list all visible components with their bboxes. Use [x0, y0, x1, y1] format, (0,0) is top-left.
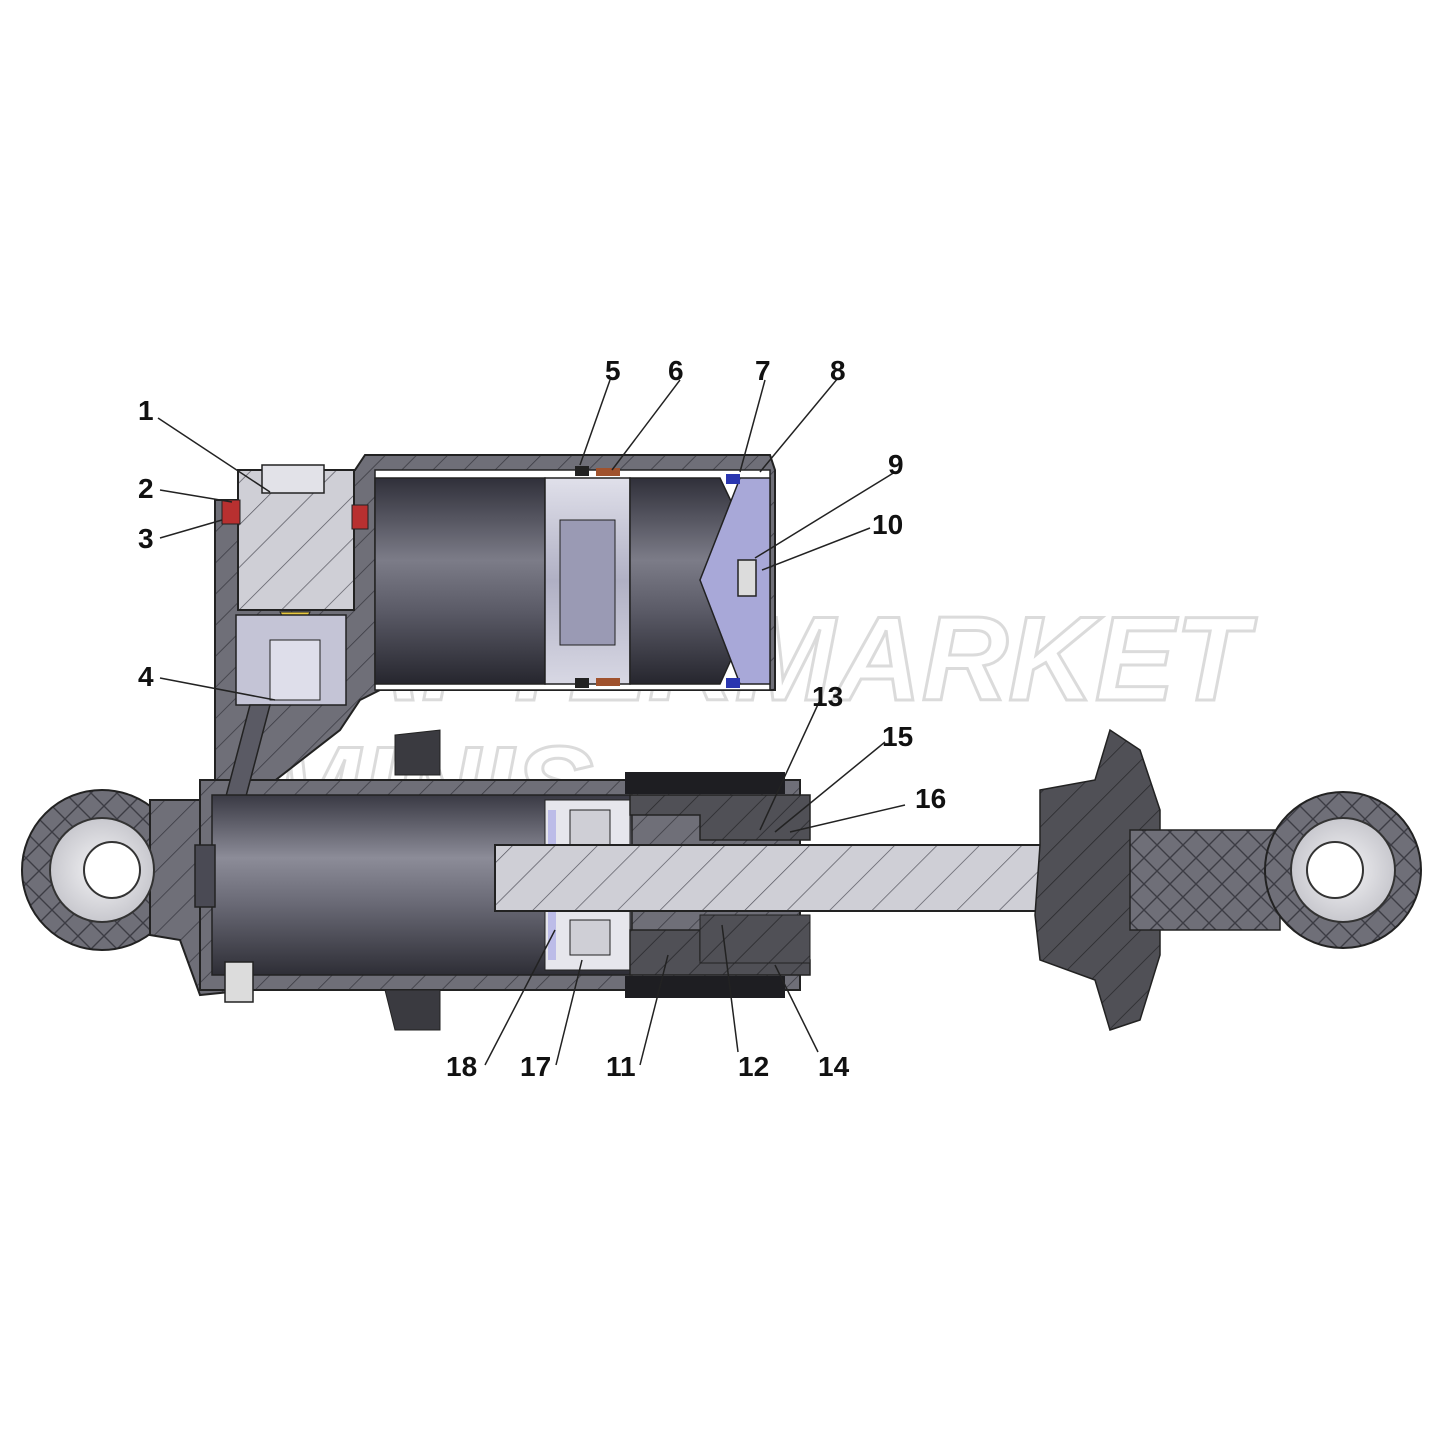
piston-seal-top	[575, 466, 589, 476]
outer-ring-top	[625, 772, 785, 794]
callout-7: 7	[755, 355, 771, 386]
reservoir	[374, 466, 771, 691]
seal-head-top	[629, 794, 811, 841]
reservoir-end-cap	[699, 477, 771, 685]
bracket-tab-bottom	[384, 989, 441, 1031]
callouts: 1 2 3 4 5 6 7 8 9 10 13 15 16 18 17 11 1…	[138, 355, 946, 1082]
oring-left	[221, 499, 241, 525]
callout-10: 10	[872, 509, 903, 540]
adjuster-valve-assembly	[221, 464, 369, 801]
bottom-cap	[194, 844, 216, 908]
callout-8: 8	[830, 355, 846, 386]
wear-band-top	[596, 468, 620, 476]
right-eye-mount	[1129, 791, 1422, 949]
callout-13: 13	[812, 681, 843, 712]
wear-band-bottom	[596, 678, 620, 686]
callout-6: 6	[668, 355, 684, 386]
oring-right	[351, 504, 369, 530]
callout-9: 9	[888, 449, 904, 480]
left-eye-bushing	[49, 817, 155, 923]
callout-16: 16	[915, 783, 946, 814]
callout-14: 14	[818, 1051, 850, 1082]
piston-seal-bottom	[575, 678, 589, 688]
cap-oring-top	[726, 474, 740, 484]
main-cylinder	[194, 729, 811, 1031]
callout-2: 2	[138, 473, 154, 504]
bump-stop	[1034, 728, 1161, 1031]
callout-15: 15	[882, 721, 913, 752]
callout-11: 11	[606, 1051, 636, 1082]
callout-17: 17	[520, 1051, 551, 1082]
cap-oring-bottom	[726, 678, 740, 688]
outer-ring-bottom	[625, 976, 785, 998]
callout-5: 5	[605, 355, 621, 386]
callout-12: 12	[738, 1051, 769, 1082]
bleed-screw	[224, 961, 254, 1003]
callout-3: 3	[138, 523, 154, 554]
callout-1: 1	[138, 395, 154, 426]
bracket-tab-top	[394, 729, 441, 776]
callout-18: 18	[446, 1051, 477, 1082]
schrader-valve	[737, 559, 757, 597]
reservoir-gas-chamber	[374, 477, 546, 685]
callout-4: 4	[138, 661, 154, 692]
leader-lines	[157, 377, 906, 1066]
